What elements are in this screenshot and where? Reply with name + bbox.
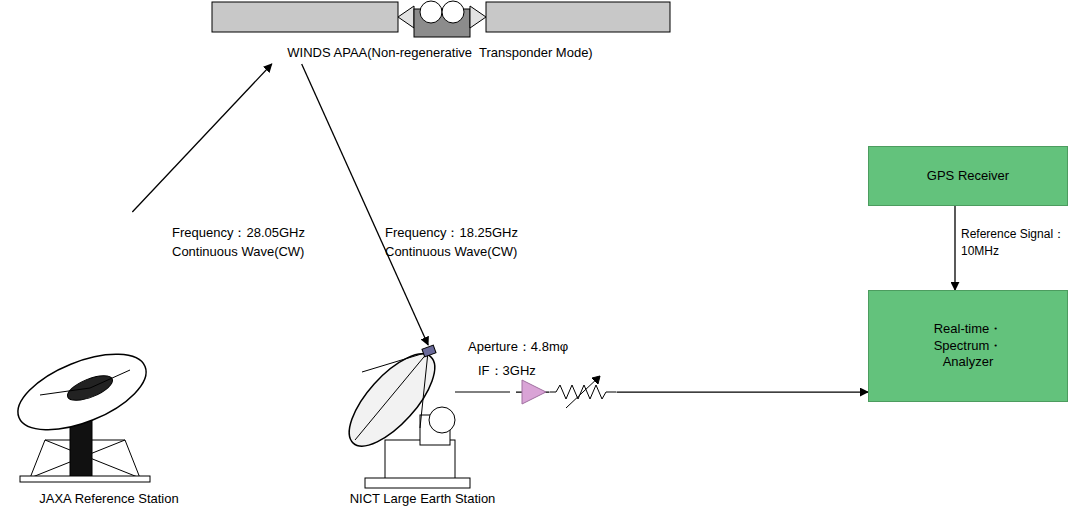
connector: [954, 206, 955, 290]
node-text: JAXA Reference Station: [3, 491, 215, 508]
connector: [132, 64, 271, 212]
edge-label: Reference Signal： 10MHz: [961, 226, 1069, 261]
nict-antenna: [335, 341, 510, 488]
edge-label: IF：3GHz: [478, 362, 568, 381]
note-label: Aperture：4.8mφ: [468, 338, 568, 356]
node-text: GPS Receiver: [927, 168, 1009, 185]
satellite-label-box: WINDS APAA(Non-regenerative Transponder …: [199, 0, 681, 64]
amplifier-attenuator: [522, 376, 616, 408]
node-text: NICT Large Earth Station: [329, 491, 516, 508]
satellite-illustration: [212, 1, 670, 37]
edge-label: Frequency：28.05GHz Continuous Wave(CW): [172, 224, 322, 262]
edge-label: Frequency：18.25GHz Continuous Wave(CW): [385, 224, 535, 262]
connector: [302, 64, 428, 345]
equipment-box: Real-time・ Spectrum・ Analyzer: [868, 290, 1068, 402]
jaxa-antenna: [8, 339, 157, 482]
node-text: Real-time・ Spectrum・ Analyzer: [918, 321, 1018, 372]
node-text: WINDS APAA(Non-regenerative Transponder …: [199, 45, 681, 62]
equipment-box: GPS Receiver: [868, 146, 1068, 206]
